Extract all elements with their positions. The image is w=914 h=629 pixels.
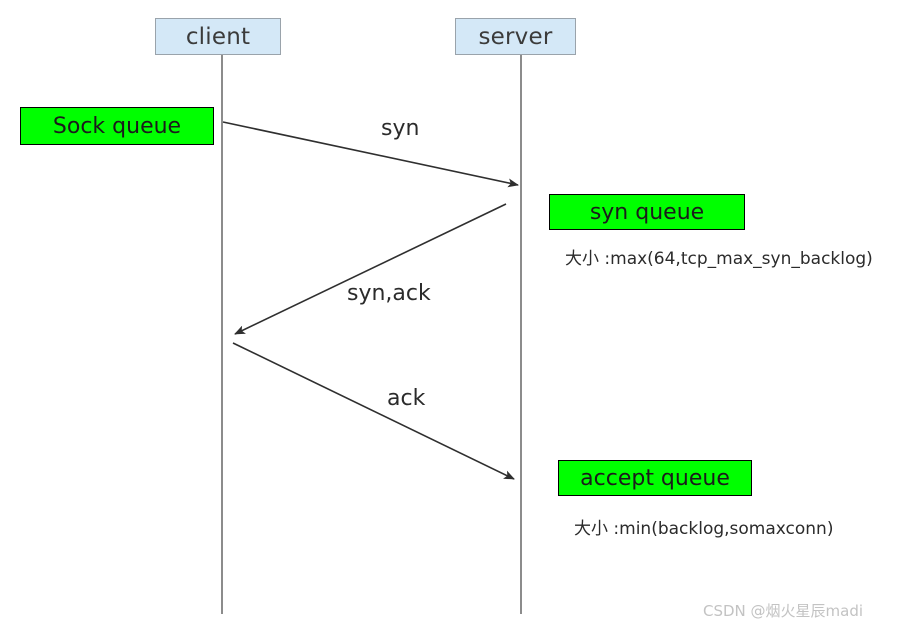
caption-accept-queue-size: 大小 :min(backlog,somaxconn) [574, 519, 834, 539]
arrow-ack [232, 342, 515, 480]
queue-label-syn: syn queue [589, 199, 705, 225]
arrow-syn [222, 121, 519, 188]
server-lifeline [520, 54, 522, 614]
queue-box-sock[interactable]: Sock queue [20, 107, 214, 145]
queue-label-sock: Sock queue [52, 113, 182, 139]
queue-label-accept: accept queue [580, 465, 730, 491]
message-label-ack: ack [387, 386, 426, 411]
watermark: CSDN @烟火星辰madi [703, 602, 864, 620]
client-lifeline [221, 54, 223, 614]
actor-box-server[interactable]: server [455, 18, 576, 55]
actor-label-client: client [185, 23, 251, 50]
actor-box-client[interactable]: client [155, 18, 281, 55]
queue-box-syn[interactable]: syn queue [549, 194, 745, 230]
message-label-syn: syn [381, 116, 420, 141]
message-label-syn-ack: syn,ack [347, 281, 431, 306]
queue-box-accept[interactable]: accept queue [558, 460, 752, 496]
arrow-syn-ack [234, 203, 507, 335]
actor-label-server: server [478, 23, 553, 50]
caption-syn-queue-size: 大小 :max(64,tcp_max_syn_backlog) [565, 249, 873, 269]
